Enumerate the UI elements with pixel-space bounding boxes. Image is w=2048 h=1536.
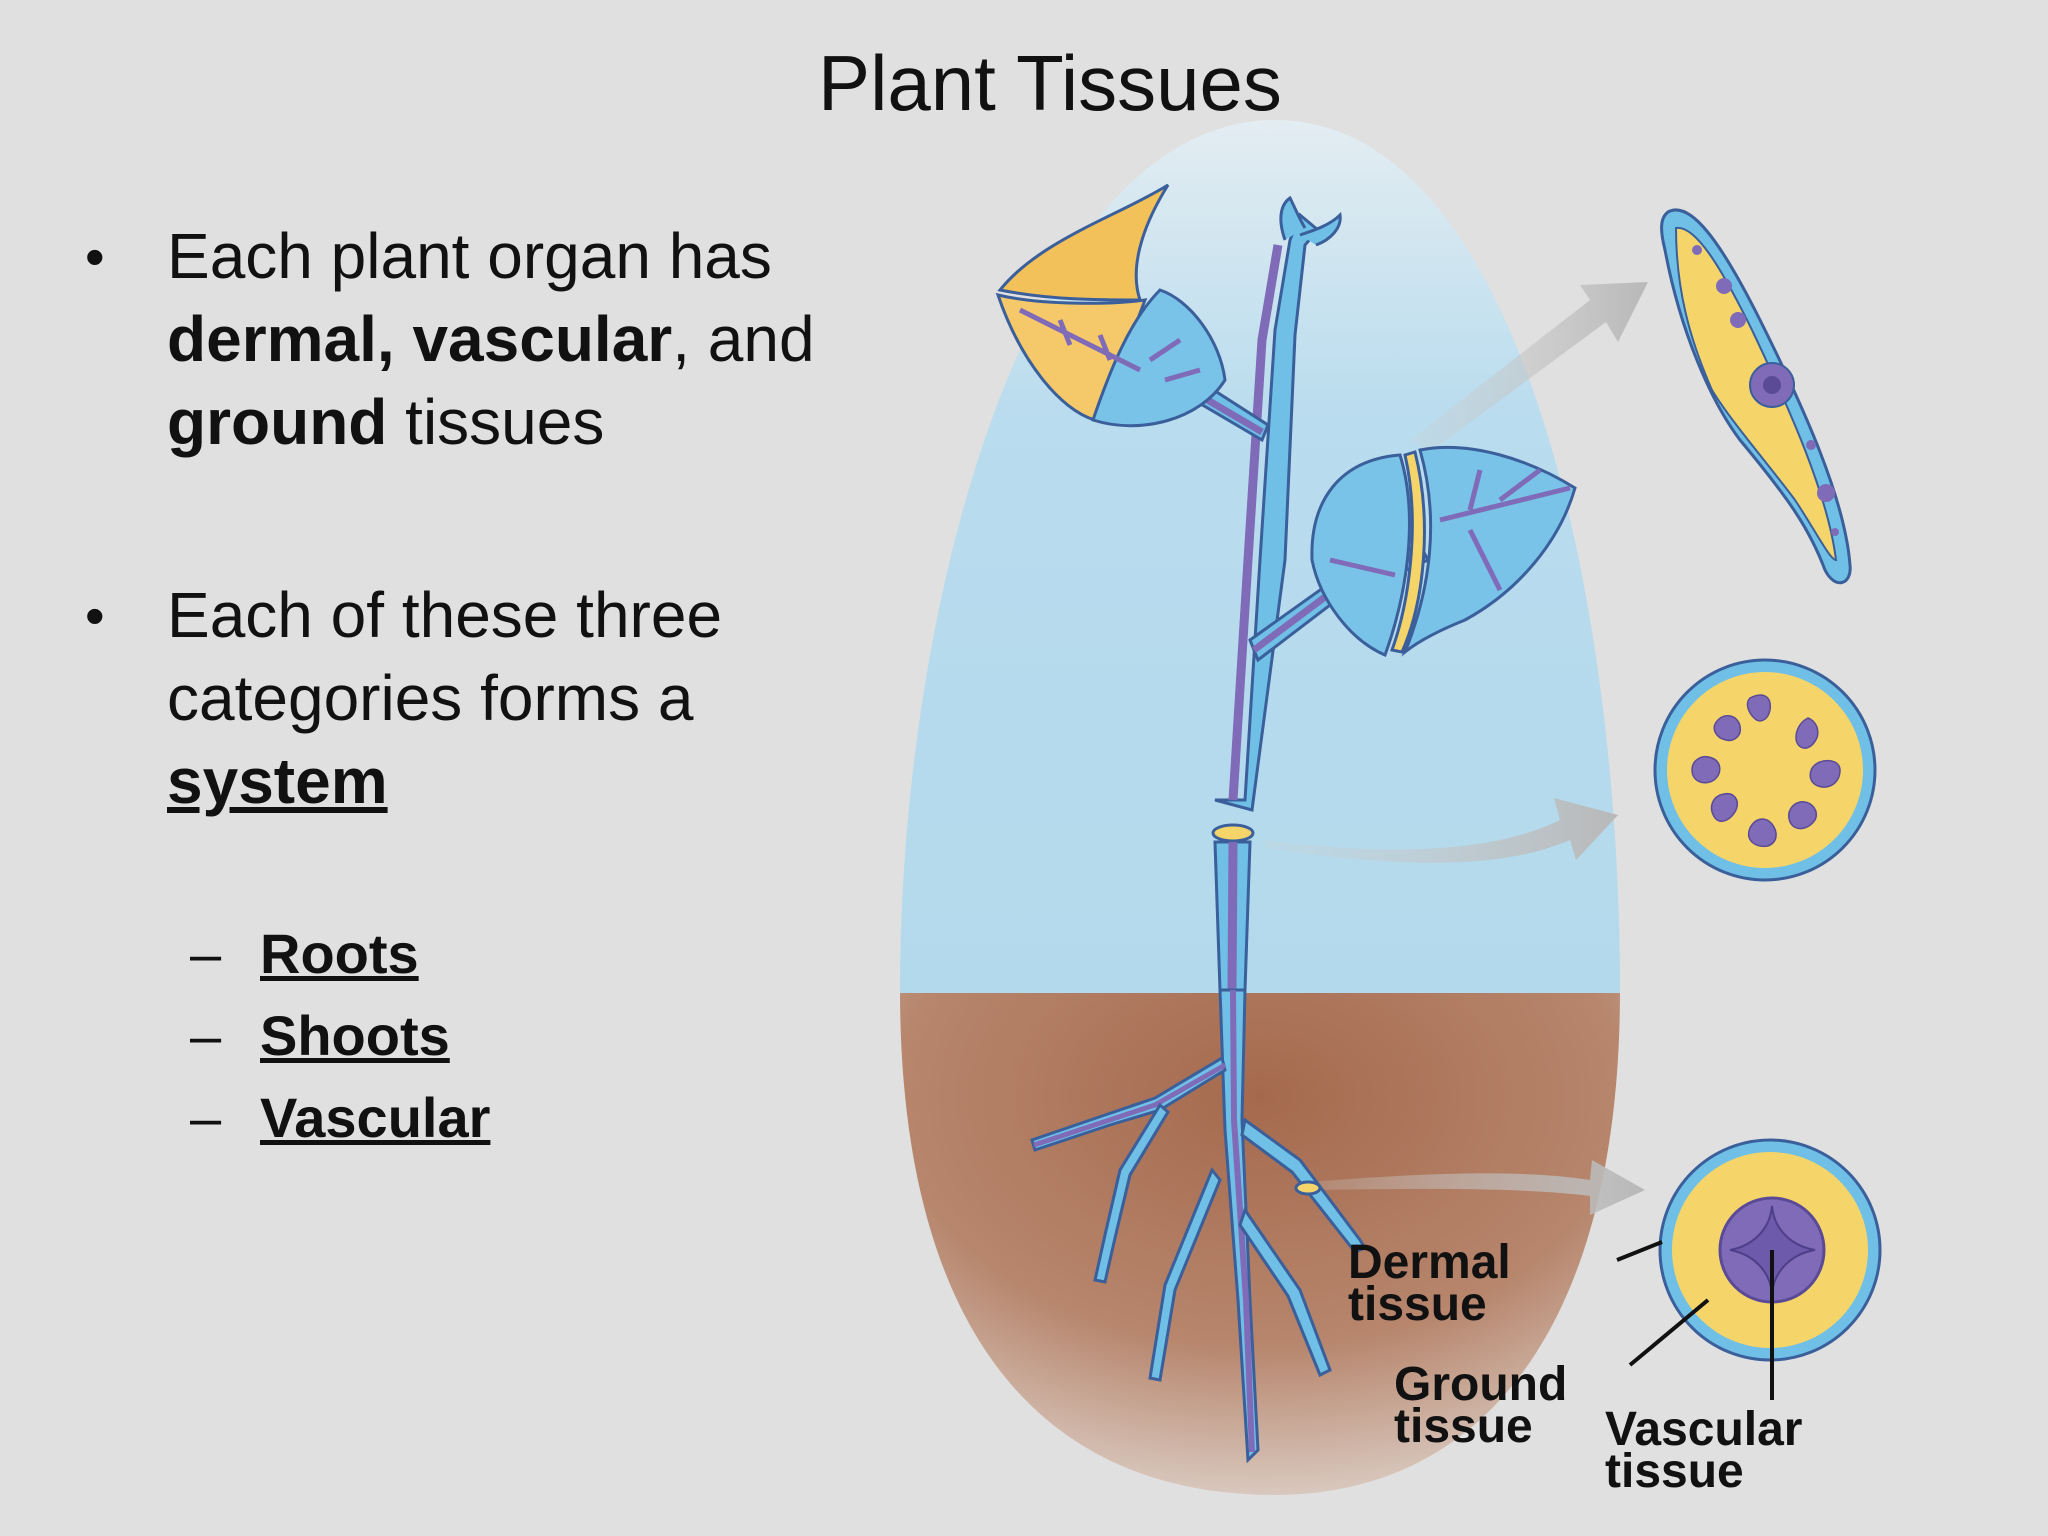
plant-roots	[1030, 988, 1368, 1464]
bullet-text: , and	[672, 303, 815, 375]
root-cut-marker	[1294, 1180, 1322, 1196]
right-leaf	[1310, 445, 1577, 658]
arrow-to-leaf-section	[1410, 282, 1648, 452]
bold-term: dermal, vascular	[167, 303, 673, 375]
label-vascular-line1: Vascular	[1605, 1403, 1802, 1456]
bullet-text: Each of these three categories forms a	[167, 579, 723, 734]
root-cross-section	[1616, 1138, 1882, 1400]
bullet-list: Each plant organ has dermal, vascular, a…	[85, 215, 905, 1159]
label-dermal-line1: Dermal	[1348, 1236, 1511, 1289]
top-leaf	[995, 183, 1227, 428]
label-dermal-line2: tissue	[1348, 1278, 1487, 1331]
bold-term: ground	[167, 386, 388, 458]
sub-list: Roots Shoots Vascular	[85, 913, 905, 1159]
habitat-oval	[900, 120, 1620, 1495]
ground-leader-line	[1628, 1298, 1710, 1367]
label-ground-line2: tissue	[1394, 1400, 1533, 1453]
label-ground-line1: Ground	[1394, 1358, 1567, 1411]
bullet-item: Each plant organ has dermal, vascular, a…	[85, 215, 905, 464]
label-vascular-line2: tissue	[1605, 1445, 1744, 1498]
arrow-to-root-section	[1310, 1160, 1645, 1215]
bullet-item: Each of these three categories forms a s…	[85, 574, 905, 823]
bullet-text: tissues	[387, 386, 605, 458]
arrow-to-stem-section	[1265, 798, 1618, 863]
bullet-text: Each plant organ has	[167, 220, 772, 292]
stem-cut-marker	[1211, 823, 1255, 843]
leaf-cross-section	[1660, 208, 1852, 584]
emphasis-term: system	[167, 745, 388, 817]
subitem-shoots: Shoots	[190, 995, 905, 1077]
dermal-leader-line	[1616, 1240, 1663, 1262]
leaf-cut-marker	[1389, 450, 1426, 654]
subitem-roots: Roots	[190, 913, 905, 995]
subitem-vascular: Vascular	[190, 1077, 905, 1159]
slide-title: Plant Tissues	[818, 39, 1282, 127]
stem-cross-section	[1653, 658, 1877, 882]
